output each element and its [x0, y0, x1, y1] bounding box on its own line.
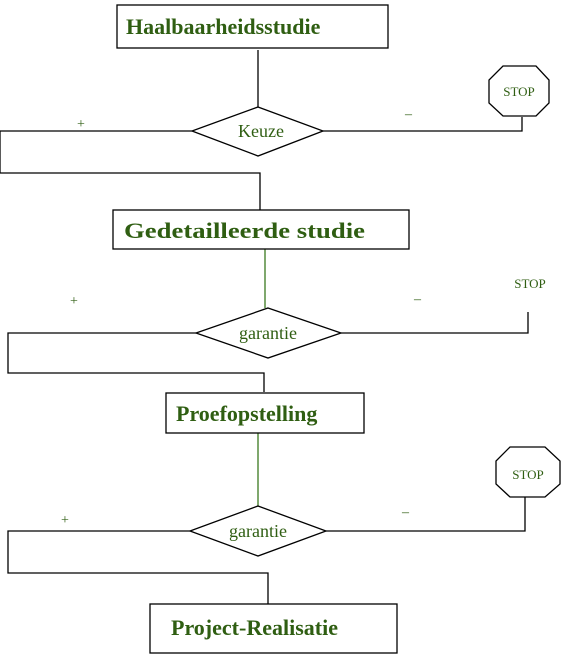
connector-garantie2-minus	[326, 497, 526, 532]
connector-garantie1-plus	[7, 332, 265, 392]
connector-garantie2-plus	[7, 530, 269, 604]
decision-keuze-label: Keuze	[238, 121, 284, 141]
stop-sign-3-label: STOP	[512, 467, 544, 482]
connector-keuze-plus	[0, 130, 261, 210]
box-gedetailleerde-studie: Gedetailleerde studie	[112, 209, 410, 250]
minus-sign-garantie-1: –	[413, 292, 422, 307]
stop-label-2-text: STOP	[514, 276, 546, 291]
connector-keuze-minus	[323, 117, 523, 132]
plus-sign-garantie-2: +	[61, 513, 69, 528]
plus-sign-keuze: +	[77, 117, 85, 132]
decision-garantie-1: garantie	[194, 307, 344, 359]
decision-garantie-2-label: garantie	[229, 521, 287, 541]
minus-sign-garantie-2: –	[401, 505, 410, 520]
box-project-realisatie-label: Project-Realisatie	[171, 615, 338, 640]
box-proefopstelling-label: Proefopstelling	[176, 401, 317, 426]
decision-garantie-2: garantie	[188, 505, 328, 557]
stop-sign-1: STOP	[488, 65, 550, 117]
connector-garantie1-minus	[341, 312, 529, 334]
stop-sign-1-label: STOP	[503, 84, 535, 99]
plus-sign-garantie-1: +	[70, 294, 78, 309]
decision-keuze: Keuze	[190, 106, 325, 157]
box-gedetailleerde-studie-label: Gedetailleerde studie	[124, 218, 365, 243]
stop-label-2: STOP	[514, 276, 546, 291]
box-haalbaarheidsstudie-label: Haalbaarheidsstudie	[126, 14, 321, 39]
minus-sign-keuze: –	[404, 107, 413, 122]
stop-sign-3: STOP	[495, 446, 561, 498]
box-proefopstelling: Proefopstelling	[165, 392, 365, 434]
box-project-realisatie: Project-Realisatie	[149, 603, 398, 654]
box-haalbaarheidsstudie: Haalbaarheidsstudie	[116, 4, 389, 49]
decision-garantie-1-label: garantie	[239, 323, 297, 343]
